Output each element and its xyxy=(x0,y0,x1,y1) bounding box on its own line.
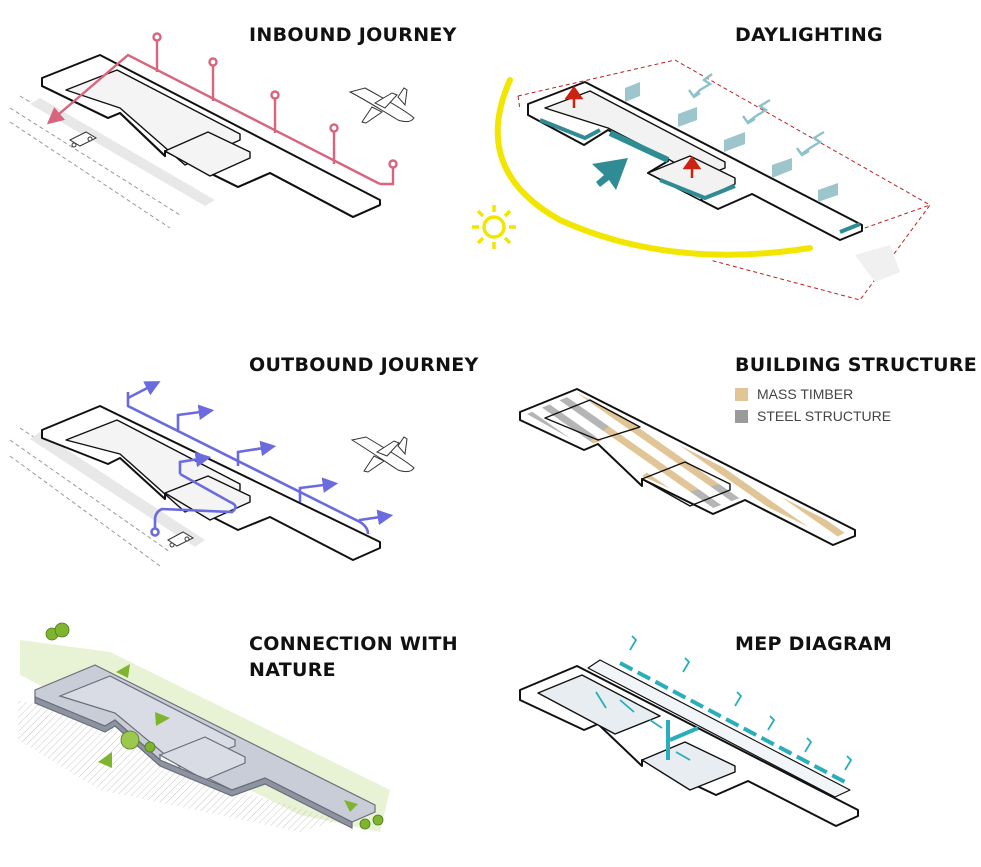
outbound-panel xyxy=(9,381,415,567)
mep-air-arrows xyxy=(595,635,853,771)
mep-ducts xyxy=(619,661,846,784)
skylight-strips xyxy=(625,82,838,202)
daylight-panel xyxy=(472,59,931,301)
curb-strip xyxy=(30,98,215,206)
outbound-building xyxy=(41,405,381,561)
mep-panel xyxy=(519,635,859,827)
heat-exhaust-arrows xyxy=(564,85,702,178)
trees xyxy=(45,622,384,830)
outbound-airplane-icon xyxy=(350,436,415,473)
nature-panel xyxy=(18,622,390,832)
airplane-icon xyxy=(348,87,415,124)
inbound-journey-title: INBOUND JOURNEY xyxy=(249,24,457,46)
connection-title-line1: CONNECTION WITH xyxy=(249,633,458,655)
connection-with-nature-title: CONNECTION WITH NATURE xyxy=(249,631,458,683)
structure-panel xyxy=(519,388,856,546)
daylighting-title: DAYLIGHTING xyxy=(735,24,883,46)
legend-label-mass-timber: MASS TIMBER xyxy=(757,386,854,402)
inbound-building xyxy=(41,54,381,218)
connection-title-line2: NATURE xyxy=(249,659,336,681)
sun-arc xyxy=(494,77,813,258)
outbound-route xyxy=(126,381,394,537)
legend-label-steel: STEEL STRUCTURE xyxy=(757,408,892,424)
mass-timber-swatch xyxy=(735,388,748,401)
legend-item-steel: STEEL STRUCTURE xyxy=(735,408,891,424)
car-icon xyxy=(68,131,98,148)
building-structure-title: BUILDING STRUCTURE xyxy=(735,354,978,376)
structure-legend: MASS TIMBER STEEL STRUCTURE xyxy=(735,386,891,424)
ground-shadow xyxy=(855,245,900,282)
structure-building xyxy=(519,388,856,546)
nature-building xyxy=(34,664,376,829)
wind-squiggles xyxy=(688,73,825,157)
outbound-car-icon xyxy=(167,531,195,548)
outbound-journey-title: OUTBOUND JOURNEY xyxy=(249,354,479,376)
inbound-route xyxy=(46,32,398,186)
inbound-panel xyxy=(9,32,415,229)
legend-item-mass-timber: MASS TIMBER xyxy=(735,386,891,402)
daylight-inflow-arrow xyxy=(592,158,628,190)
outbound-curb xyxy=(30,432,205,547)
steel-swatch xyxy=(735,410,748,423)
nature-arrows xyxy=(98,664,358,812)
mep-building xyxy=(519,659,859,827)
hatched-ground xyxy=(18,700,340,832)
outbound-road xyxy=(9,427,196,567)
mep-diagram-title: MEP DIAGRAM xyxy=(735,633,893,655)
sun-icon xyxy=(472,205,516,249)
